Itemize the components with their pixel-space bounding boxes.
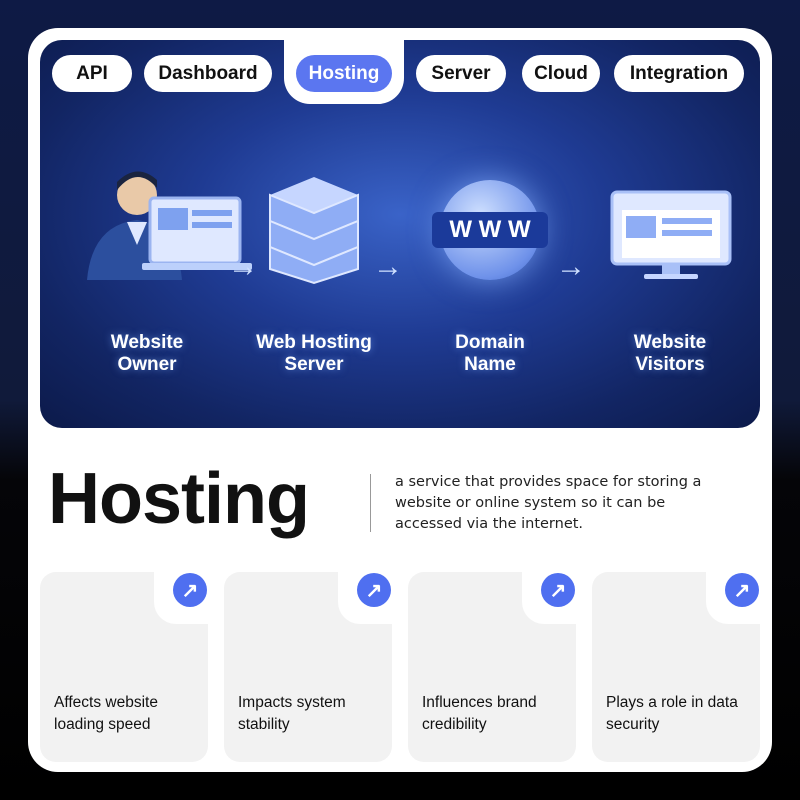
- step-label: Website: [633, 332, 707, 353]
- step-label: Server: [284, 354, 344, 375]
- feature-text: Influences brand credibility: [422, 694, 537, 733]
- page-title: Hosting: [48, 459, 310, 539]
- step-label: Web Hosting: [256, 332, 372, 353]
- step-label: Website: [110, 332, 184, 353]
- tab-integration[interactable]: Integration: [614, 55, 744, 92]
- arrow-up-right-icon[interactable]: ↗: [357, 573, 391, 607]
- feature-card: ↗ Influences brand credibility: [408, 568, 580, 762]
- arrow-up-right-icon[interactable]: ↗: [725, 573, 759, 607]
- tab-api[interactable]: API: [52, 55, 132, 92]
- tab-dashboard[interactable]: Dashboard: [144, 55, 272, 92]
- tab-cloud[interactable]: Cloud: [522, 55, 600, 92]
- feature-text: Plays a role in data security: [606, 694, 738, 733]
- feature-card: ↗ Plays a role in data security: [592, 568, 764, 762]
- arrow-icon: →: [556, 250, 586, 283]
- feature-card: ↗ Affects website loading speed: [40, 568, 212, 762]
- divider: [370, 474, 371, 532]
- step-label: Owner: [117, 354, 177, 375]
- tab-server[interactable]: Server: [416, 55, 506, 92]
- feature-text: Impacts system stability: [238, 694, 346, 733]
- step-label: Visitors: [635, 354, 705, 375]
- server-icon: [269, 177, 359, 285]
- tab-hosting[interactable]: Hosting: [296, 55, 392, 92]
- www-label: W W W: [432, 212, 548, 248]
- feature-card: ↗ Impacts system stability: [224, 568, 396, 762]
- arrow-up-right-icon[interactable]: ↗: [173, 573, 207, 607]
- feature-text: Affects website loading speed: [54, 694, 158, 733]
- monitor-icon: [610, 190, 732, 279]
- arrow-up-right-icon[interactable]: ↗: [541, 573, 575, 607]
- description: a service that provides space for storin…: [395, 474, 702, 532]
- step-label: Domain: [455, 332, 525, 353]
- step-label: Name: [464, 354, 516, 375]
- arrow-icon: →: [228, 250, 258, 283]
- person-laptop-icon: [87, 171, 252, 280]
- arrow-icon: →: [373, 250, 403, 283]
